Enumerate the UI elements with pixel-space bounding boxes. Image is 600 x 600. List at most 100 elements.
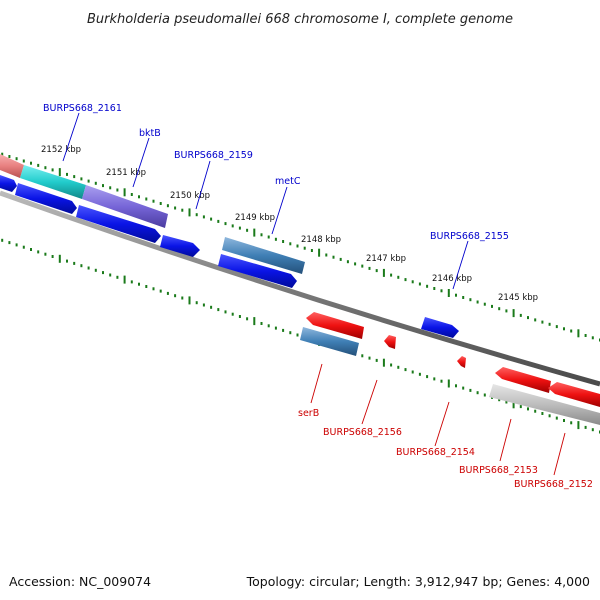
major-tick bbox=[58, 168, 61, 177]
minor-tick bbox=[498, 307, 501, 311]
minor-tick bbox=[361, 264, 364, 268]
major-tick bbox=[123, 188, 126, 197]
minor-tick bbox=[159, 289, 162, 293]
major-tick bbox=[512, 400, 515, 409]
minor-tick bbox=[195, 213, 198, 217]
minor-tick bbox=[94, 181, 97, 185]
minor-tick bbox=[469, 298, 472, 302]
gene-arrow-red[interactable] bbox=[306, 312, 364, 339]
gene-arrow-steelblue[interactable] bbox=[222, 237, 305, 274]
minor-tick bbox=[411, 280, 414, 284]
minor-tick bbox=[166, 204, 169, 208]
minor-tick bbox=[282, 328, 285, 332]
minor-tick bbox=[483, 393, 486, 397]
gene-arrow-blue[interactable] bbox=[160, 235, 200, 257]
gene-label-burps668-2154[interactable]: BURPS668_2154 bbox=[396, 447, 475, 458]
minor-tick bbox=[346, 260, 349, 264]
minor-tick bbox=[66, 259, 68, 263]
minor-tick bbox=[145, 197, 148, 201]
label-leader bbox=[310, 363, 323, 404]
minor-tick bbox=[1, 152, 4, 156]
minor-tick bbox=[361, 354, 364, 358]
forward-gene-labels: BURPS668_2161 bktB BURPS668_2159 metC BU… bbox=[43, 103, 509, 290]
minor-tick bbox=[202, 215, 205, 219]
minor-tick bbox=[584, 425, 587, 429]
gene-label-serb[interactable]: serB bbox=[298, 408, 319, 419]
minor-tick bbox=[145, 285, 148, 288]
gene-arrow-blue[interactable] bbox=[218, 254, 297, 288]
minor-tick bbox=[469, 388, 472, 392]
minor-tick bbox=[563, 419, 565, 422]
gene-label-burps668-2152[interactable]: BURPS668_2152 bbox=[514, 479, 593, 490]
minor-tick bbox=[570, 329, 573, 333]
label-leader bbox=[434, 401, 450, 447]
minor-tick bbox=[440, 379, 443, 383]
gene-label-bktb[interactable]: bktB bbox=[139, 128, 161, 139]
gene-label-burps668-2156[interactable]: BURPS668_2156 bbox=[323, 427, 402, 438]
accession-text: Accession: NC_009074 bbox=[9, 574, 151, 589]
minor-tick bbox=[30, 161, 32, 165]
minor-tick bbox=[555, 416, 558, 420]
gene-arrow-red[interactable] bbox=[548, 382, 600, 407]
minor-tick bbox=[505, 309, 508, 313]
minor-tick bbox=[354, 262, 357, 266]
gene-arrow-red[interactable] bbox=[495, 367, 551, 393]
minor-tick bbox=[368, 356, 371, 360]
gene-arrow-blue[interactable] bbox=[0, 175, 17, 192]
minor-tick bbox=[368, 266, 371, 270]
minor-tick bbox=[238, 226, 241, 230]
gene-arrow-gray[interactable] bbox=[489, 384, 600, 425]
minor-tick bbox=[390, 273, 393, 277]
minor-tick bbox=[30, 248, 32, 251]
minor-tick bbox=[289, 242, 292, 246]
tick-label: 2148 kbp bbox=[301, 235, 341, 245]
gene-arrow-blue[interactable] bbox=[15, 183, 77, 214]
major-tick bbox=[58, 254, 61, 263]
major-tick bbox=[512, 309, 515, 318]
minor-tick bbox=[94, 268, 97, 272]
minor-tick bbox=[109, 186, 112, 190]
gene-arrow-red[interactable] bbox=[384, 335, 396, 349]
minor-tick bbox=[22, 159, 25, 163]
gene-label-burps668-2159[interactable]: BURPS668_2159 bbox=[174, 150, 253, 161]
major-tick bbox=[188, 296, 191, 305]
gene-label-metc[interactable]: metC bbox=[275, 176, 301, 187]
minor-tick bbox=[303, 246, 306, 250]
minor-tick bbox=[483, 302, 486, 306]
reverse-genes bbox=[300, 312, 600, 425]
minor-tick bbox=[260, 322, 263, 325]
gene-arrow-pink[interactable] bbox=[0, 154, 24, 178]
minor-tick bbox=[37, 250, 40, 254]
minor-tick bbox=[73, 261, 76, 265]
minor-tick bbox=[138, 282, 140, 286]
gene-label-burps668-2155[interactable]: BURPS668_2155 bbox=[430, 231, 509, 242]
tick-label: 2152 kbp bbox=[41, 145, 81, 155]
gene-arrow-steelblue[interactable] bbox=[300, 327, 359, 356]
gene-label-burps668-2161[interactable]: BURPS668_2161 bbox=[43, 103, 122, 114]
minor-tick bbox=[1, 238, 4, 242]
minor-tick bbox=[274, 326, 277, 330]
gene-arrow-blue[interactable] bbox=[76, 205, 161, 243]
map-title: Burkholderia pseudomallei 668 chromosome… bbox=[87, 12, 513, 27]
minor-tick bbox=[390, 363, 393, 367]
gene-arrow-blue[interactable] bbox=[421, 317, 459, 338]
gene-arrow-purple[interactable] bbox=[82, 185, 168, 228]
major-tick bbox=[188, 208, 191, 217]
label-leader bbox=[499, 418, 512, 462]
minor-tick bbox=[505, 400, 508, 404]
gene-label-burps668-2153[interactable]: BURPS668_2153 bbox=[459, 465, 538, 476]
minor-tick bbox=[15, 157, 18, 161]
minor-tick bbox=[102, 271, 104, 275]
gene-arrow-cyan[interactable] bbox=[20, 165, 86, 199]
minor-tick bbox=[238, 315, 241, 318]
minor-tick bbox=[296, 333, 299, 337]
minor-tick bbox=[202, 303, 205, 307]
minor-tick bbox=[527, 407, 529, 411]
gene-arrow-red[interactable] bbox=[457, 356, 466, 368]
label-leader bbox=[195, 160, 211, 210]
forward-genes bbox=[0, 154, 459, 338]
minor-tick bbox=[534, 409, 537, 413]
minor-tick bbox=[217, 308, 220, 312]
minor-tick bbox=[591, 428, 594, 432]
minor-tick bbox=[231, 312, 234, 316]
